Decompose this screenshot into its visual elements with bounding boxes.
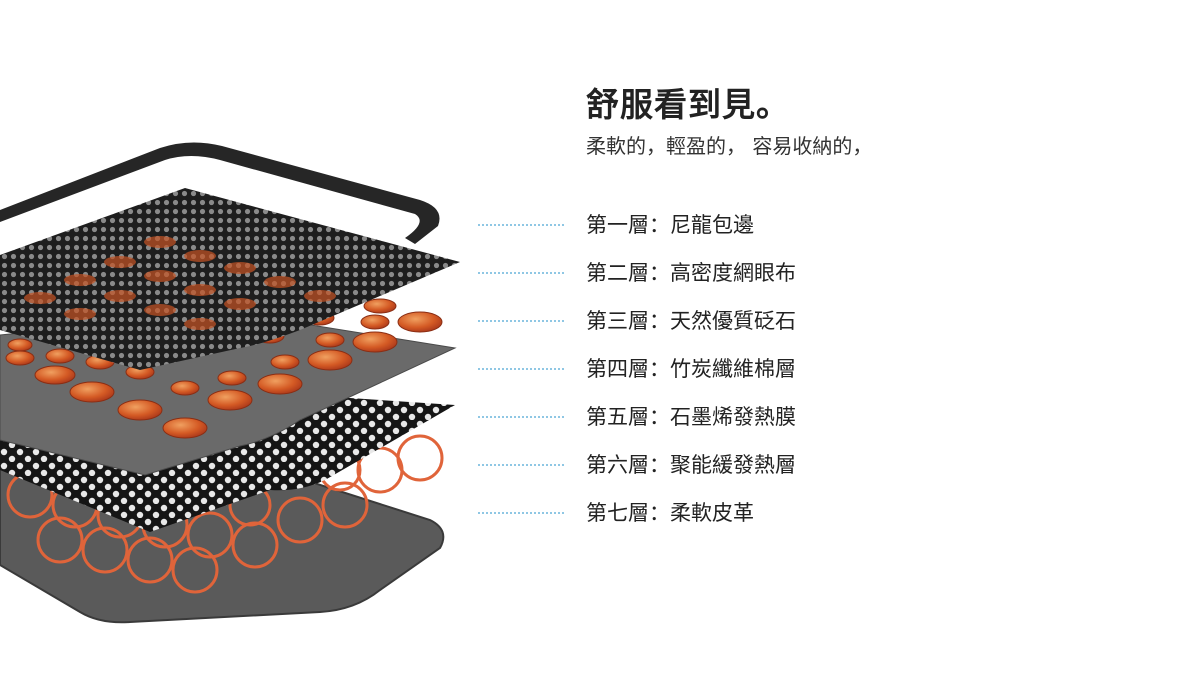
leader-line — [478, 416, 564, 418]
layer-label: 第六層：聚能緩發熱層 — [586, 453, 796, 477]
layer-row: 第一層：尼龍包邊 — [478, 200, 1178, 248]
nylon-edging-layer — [0, 142, 440, 244]
layer-label: 第四層：竹炭纖維棉層 — [586, 357, 796, 381]
layer-label: 第五層：石墨烯發熱膜 — [586, 405, 796, 429]
leader-line — [478, 512, 564, 514]
layer-row: 第七層：柔軟皮革 — [478, 488, 1178, 536]
layer-label: 第七層：柔軟皮革 — [586, 501, 754, 525]
mesh-fabric-layer — [0, 188, 460, 370]
layer-row: 第五層：石墨烯發熱膜 — [478, 392, 1178, 440]
leader-line — [478, 368, 564, 370]
leader-line — [478, 320, 564, 322]
layer-row: 第六層：聚能緩發熱層 — [478, 440, 1178, 488]
layer-row: 第三層：天然優質砭石 — [478, 296, 1178, 344]
layer-label: 第二層：高密度網眼布 — [586, 261, 796, 285]
layer-row: 第四層：竹炭纖維棉層 — [478, 344, 1178, 392]
stone-layer — [5, 298, 443, 439]
leader-line — [478, 224, 564, 226]
layer-label: 第三層：天然優質砭石 — [586, 309, 796, 333]
subhead: 柔軟的，輕盈的， 容易收納的， — [586, 134, 873, 158]
layer-row: 第二層：高密度網眼布 — [478, 248, 1178, 296]
layer-label: 第一層：尼龍包邊 — [586, 213, 754, 237]
layer-list: 第一層：尼龍包邊 第二層：高密度網眼布 第三層：天然優質砭石 第四層：竹炭纖維棉… — [478, 200, 1178, 536]
leader-line — [478, 464, 564, 466]
leader-line — [478, 272, 564, 274]
mesh-stone-shadows — [24, 236, 336, 330]
headline: 舒服看到見。 — [586, 85, 790, 124]
layered-mat-illustration — [0, 142, 460, 624]
